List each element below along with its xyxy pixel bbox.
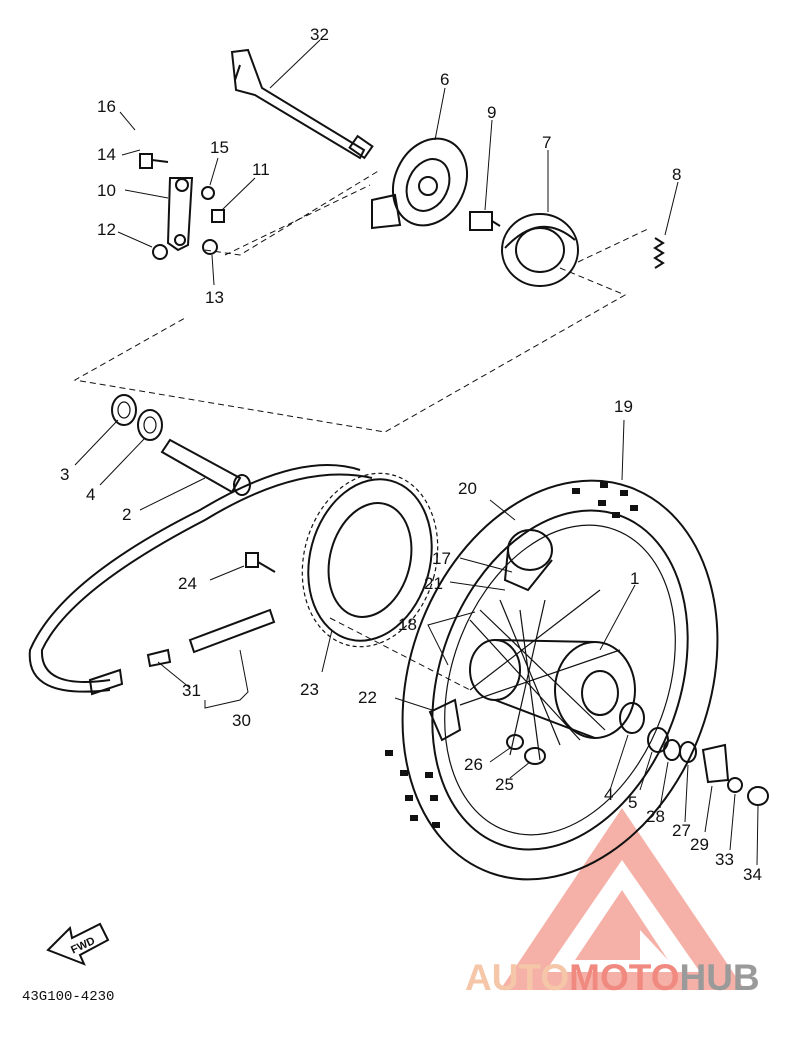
nut-34: [747, 786, 769, 806]
collar-28: [663, 739, 681, 761]
callout-29: 29: [690, 835, 709, 854]
callout-16: 16: [97, 97, 116, 116]
rear-axle-32: [230, 48, 374, 160]
wheel-hub-1: [469, 639, 636, 739]
brake-panel-6: [371, 137, 468, 230]
callout-1: 1: [630, 569, 639, 588]
bearing-4-right: [619, 702, 645, 734]
adjuster-29: [701, 743, 730, 784]
callout-34: 34: [743, 865, 762, 884]
callout-26: 26: [464, 755, 483, 774]
callout-9: 9: [487, 103, 496, 122]
callout-14: 14: [97, 145, 116, 164]
valve-cap-22: [428, 698, 462, 742]
callout-5: 5: [628, 793, 637, 812]
rear-sprocket-23: [301, 472, 439, 648]
spring-8: [653, 237, 665, 269]
brake-shoes-7: [501, 213, 579, 287]
watermark-hub: HUB: [679, 957, 759, 998]
callout-19: 19: [614, 397, 633, 416]
callout-6: 6: [440, 70, 449, 89]
spacer-2: [160, 438, 251, 496]
nut-12: [152, 244, 168, 260]
washer-15: [201, 186, 215, 200]
bolt-24: [245, 552, 276, 573]
oil-seal-5: [647, 727, 669, 753]
brake-cam-9: [469, 211, 501, 231]
collar-25: [524, 747, 546, 765]
callout-32: 32: [310, 25, 329, 44]
callout-10: 10: [97, 181, 116, 200]
callout-3: 3: [60, 465, 69, 484]
drive-chain-30: [28, 464, 373, 693]
washer-33: [727, 777, 743, 793]
chain-joint-31: [88, 648, 172, 696]
callout-20: 20: [458, 479, 477, 498]
rim-band-20: [503, 529, 553, 592]
callout-8: 8: [672, 165, 681, 184]
callout-30: 30: [232, 711, 251, 730]
spokes-18: [459, 589, 621, 761]
collar-27: [679, 741, 697, 763]
callout-7: 7: [542, 133, 551, 152]
callout-28: 28: [646, 807, 665, 826]
callout-27: 27: [672, 821, 691, 840]
watermark-auto: AUTO: [465, 957, 569, 998]
callout-33: 33: [715, 850, 734, 869]
fwd-arrow-icon: [46, 922, 110, 966]
watermark-logo: [500, 808, 745, 990]
callout-4-left: 4: [86, 485, 95, 504]
watermark-text: AUTOMOTOHUB: [465, 957, 760, 998]
nut-11: [211, 209, 225, 223]
callout-21: 21: [424, 574, 443, 593]
callout-4-right: 4: [604, 785, 613, 804]
callout-23: 23: [300, 680, 319, 699]
callout-18: 18: [398, 615, 417, 634]
part-code: 43G100-4230: [22, 989, 114, 1005]
callout-24: 24: [178, 574, 197, 593]
collar-26: [506, 734, 524, 750]
callout-15: 15: [210, 138, 229, 157]
callout-22: 22: [358, 688, 377, 707]
callout-13: 13: [205, 288, 224, 307]
watermark-moto: MOTO: [569, 957, 679, 998]
tire-tread: [385, 482, 638, 828]
washer-13: [202, 239, 218, 255]
callout-12: 12: [97, 220, 116, 239]
tension-bar-10: [166, 177, 194, 252]
callout-2: 2: [122, 505, 131, 524]
callout-17: 17: [432, 549, 451, 568]
oil-seal-4: [137, 409, 163, 441]
callout-11: 11: [252, 160, 270, 179]
bearing-3: [111, 394, 137, 426]
callout-25: 25: [495, 775, 514, 794]
bolt-14: [139, 153, 169, 169]
callout-31: 31: [182, 681, 201, 700]
